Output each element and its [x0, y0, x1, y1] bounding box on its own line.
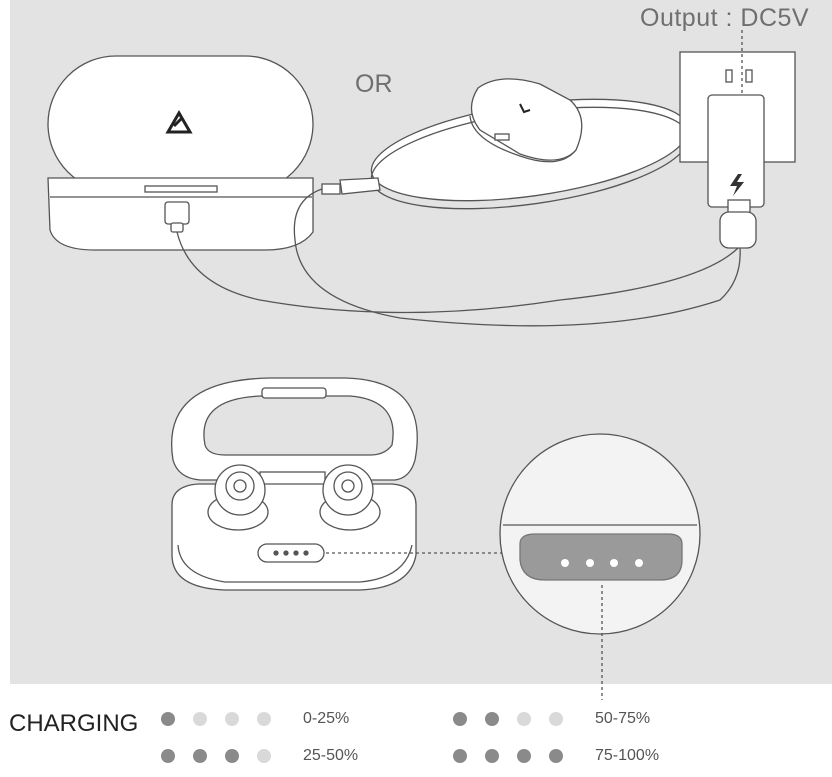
zoom-callout — [499, 433, 701, 635]
indicator-dot — [193, 712, 207, 726]
indicator-dot — [549, 749, 563, 763]
indicator-dot — [193, 749, 207, 763]
indicator-dot — [257, 712, 271, 726]
indicator-dot — [485, 712, 499, 726]
indicator-dot — [257, 749, 271, 763]
legend-row-50-75: 50-75% — [453, 708, 650, 730]
legend-row-75-100: 75-100% — [453, 745, 659, 767]
indicator-dot — [225, 749, 239, 763]
indicator-dot — [453, 749, 467, 763]
or-label: OR — [355, 70, 393, 98]
indicator-dot — [485, 749, 499, 763]
indicator-dot — [517, 749, 531, 763]
legend-label: 0-25% — [303, 710, 350, 727]
legend-label: 25-50% — [303, 747, 359, 764]
legend-label: 75-100% — [595, 747, 660, 764]
output-label: Output : DC5V — [640, 4, 810, 32]
usb-cable-left — [176, 231, 739, 314]
indicator-dot — [517, 712, 531, 726]
indicator-dot — [225, 712, 239, 726]
legend-row-0-25: 0-25% — [161, 708, 349, 730]
brand-logo — [165, 110, 193, 134]
indicator-dot — [161, 712, 175, 726]
legend-row-25-50: 25-50% — [161, 745, 358, 767]
open-case-with-earbuds — [171, 377, 418, 591]
charging-title: CHARGING — [9, 710, 139, 737]
earbuds-case-on-pad — [469, 78, 583, 163]
wall-adapter — [679, 51, 796, 249]
indicator-dot — [453, 712, 467, 726]
indicator-dot — [161, 749, 175, 763]
indicator-dot — [549, 712, 563, 726]
charging-case-left — [47, 55, 314, 251]
legend-label: 50-75% — [595, 710, 651, 727]
usb-cable-pad — [293, 188, 741, 327]
